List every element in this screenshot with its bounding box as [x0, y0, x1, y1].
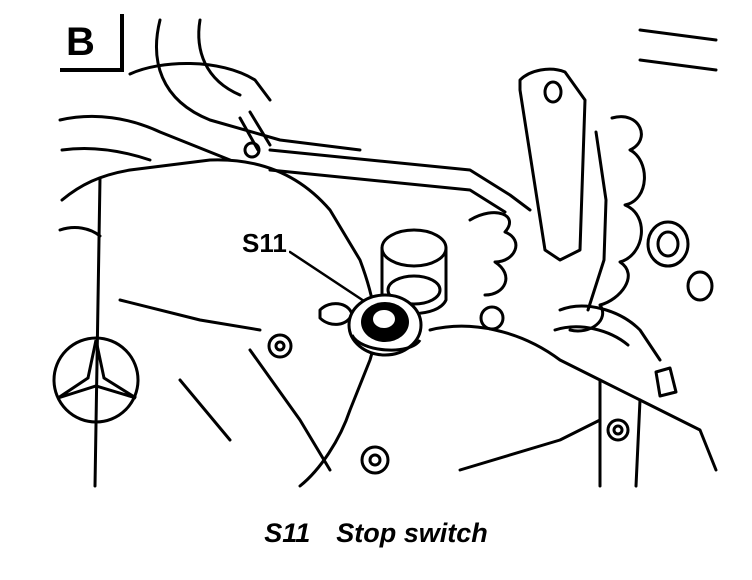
callout-label: S11 [240, 228, 289, 258]
callout-leader-line [288, 250, 372, 307]
legend-text: Stop switch [336, 518, 488, 548]
legend-code: S11 [264, 518, 311, 548]
panel-letter: B [66, 20, 95, 64]
stop-switch [347, 293, 423, 357]
legend-caption: S11 Stop switch [0, 518, 752, 549]
panel-letter-box: B [60, 14, 124, 72]
mounting-bracket [518, 67, 587, 262]
main-housing-outline [60, 158, 377, 488]
mercedes-star-emblem [52, 336, 140, 424]
upper-hose [128, 62, 272, 102]
